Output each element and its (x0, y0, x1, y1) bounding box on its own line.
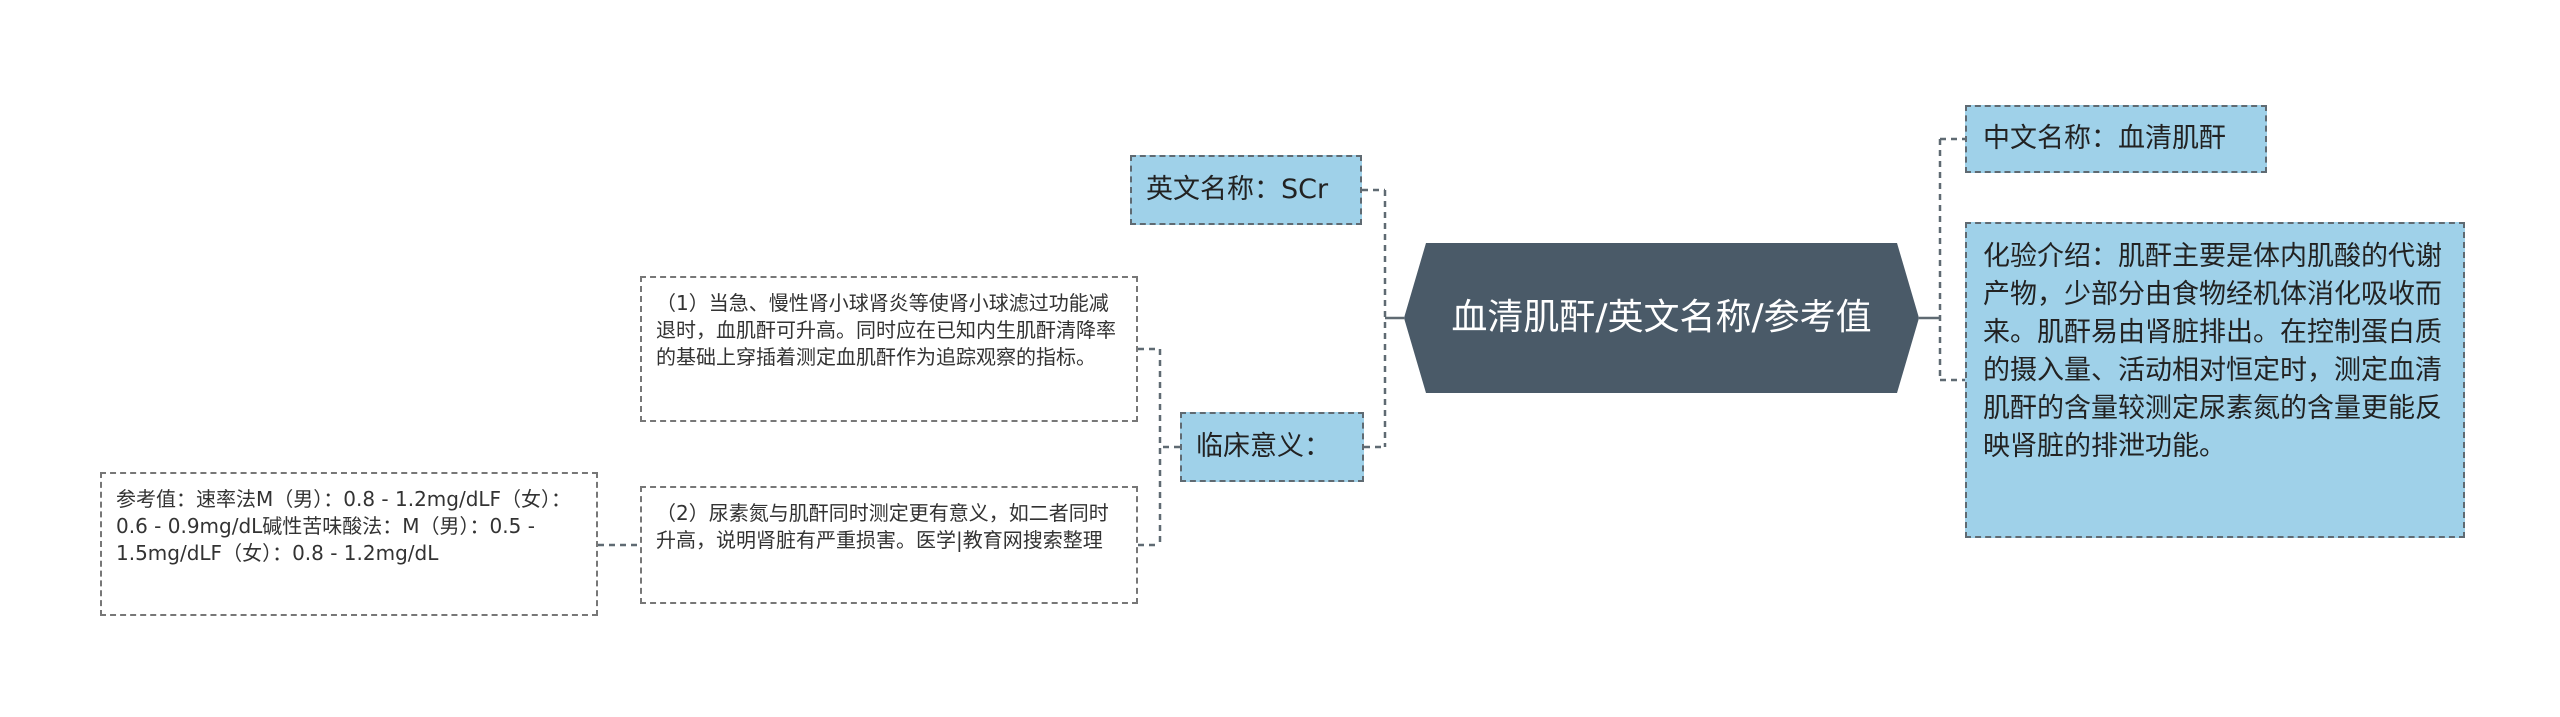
chinese-name-node[interactable]: 中文名称：血清肌酐 (1965, 105, 2267, 173)
central-topic[interactable]: 血清肌酐/英文名称/参考值 (1404, 243, 1919, 393)
english-name-label: 英文名称：SCr (1146, 174, 1329, 205)
test-introduction-node[interactable]: 化验介绍：肌酐主要是体内肌酸的代谢产物，少部分由食物经机体消化吸收而来。肌酐易由… (1965, 222, 2465, 538)
clinical-significance-label: 临床意义： (1196, 431, 1331, 462)
clinical-item-1-node[interactable]: （1）当急、慢性肾小球肾炎等使肾小球滤过功能减退时，血肌酐可升高。同时应在已知内… (640, 276, 1138, 422)
chinese-name-label: 中文名称：血清肌酐 (1983, 123, 2226, 154)
reference-value-node[interactable]: 参考值：速率法M（男）：0.8 - 1.2mg/dLF（女）：0.6 - 0.9… (100, 472, 598, 616)
english-name-node[interactable]: 英文名称：SCr (1130, 155, 1362, 225)
clinical-item-2-node[interactable]: （2）尿素氮与肌酐同时测定更有意义，如二者同时升高，说明肾脏有严重损害。医学|教… (640, 486, 1138, 604)
clinical-significance-node[interactable]: 临床意义： (1180, 412, 1364, 482)
clinical-item-1-text: （1）当急、慢性肾小球肾炎等使肾小球滤过功能减退时，血肌酐可升高。同时应在已知内… (656, 291, 1116, 369)
central-topic-shape (1404, 243, 1919, 393)
reference-value-text: 参考值：速率法M（男）：0.8 - 1.2mg/dLF（女）：0.6 - 0.9… (116, 487, 572, 565)
central-topic-title: 血清肌酐/英文名称/参考值 (1451, 297, 1872, 338)
clinical-item-2-text: （2）尿素氮与肌酐同时测定更有意义，如二者同时升高，说明肾脏有严重损害。医学|教… (656, 501, 1109, 552)
test-introduction-text: 化验介绍：肌酐主要是体内肌酸的代谢产物，少部分由食物经机体消化吸收而来。肌酐易由… (1983, 241, 2442, 462)
